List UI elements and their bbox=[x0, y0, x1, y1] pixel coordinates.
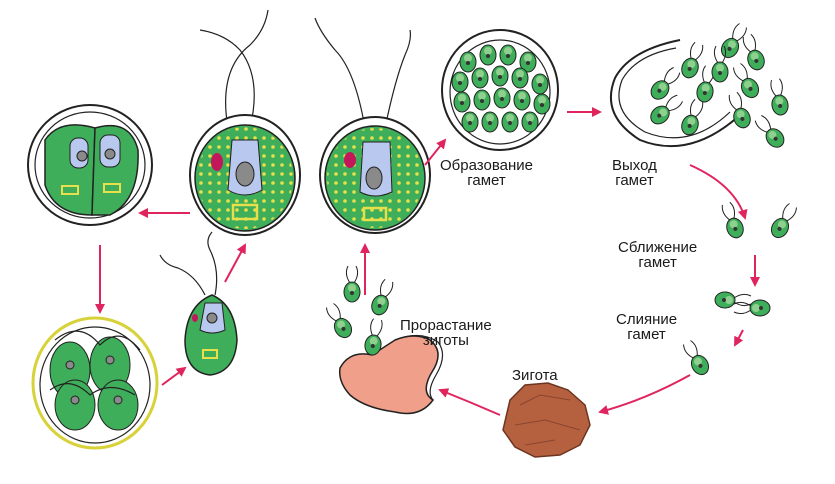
gamete bbox=[501, 111, 519, 133]
gamete bbox=[521, 111, 539, 133]
label-gamete-fusion-line1: Слияние bbox=[616, 311, 678, 328]
young-cell bbox=[159, 231, 238, 376]
label-zygote: Зигота bbox=[512, 368, 558, 383]
daughter-cells-in-shell bbox=[31, 316, 159, 450]
label-gamete-approach-line2: гамет bbox=[638, 254, 677, 271]
dividing-cell-in-shell bbox=[27, 104, 153, 226]
gamete bbox=[451, 71, 469, 93]
released-gamete bbox=[681, 41, 704, 79]
fused-gamete bbox=[683, 340, 710, 376]
fusing-gamete bbox=[714, 291, 752, 309]
released-gametes bbox=[650, 23, 789, 148]
approaching-gamete bbox=[721, 201, 744, 239]
gamete bbox=[511, 67, 529, 89]
label-gamete-fusion: Слияние гамет bbox=[616, 312, 677, 342]
released-gamete bbox=[720, 23, 747, 59]
gamete bbox=[481, 111, 499, 133]
fusing-gametes bbox=[714, 291, 771, 317]
label-gamete-formation-line1: Образование bbox=[440, 157, 533, 174]
released-gamete bbox=[733, 63, 760, 99]
zoospore bbox=[326, 303, 353, 339]
label-gamete-approach-line1: Сближение bbox=[618, 239, 698, 256]
gamete bbox=[531, 73, 549, 95]
fused-gamete-cell bbox=[683, 340, 710, 376]
label-zygote-germination-line1: Прорастание bbox=[400, 317, 492, 334]
approaching-gametes bbox=[721, 201, 797, 239]
gamete bbox=[493, 87, 511, 109]
gamete bbox=[473, 89, 491, 111]
gamete bbox=[499, 44, 517, 66]
fusing-gamete bbox=[733, 299, 771, 317]
released-gamete bbox=[711, 45, 729, 83]
cycle-arrows bbox=[95, 107, 760, 416]
vegetative-cell-2 bbox=[314, 17, 431, 234]
zygote bbox=[502, 382, 591, 458]
gamete bbox=[519, 51, 537, 73]
label-gamete-formation-line2: гамет bbox=[467, 172, 506, 189]
gamete bbox=[471, 67, 489, 89]
gamete-cluster bbox=[451, 44, 551, 133]
gamete bbox=[479, 44, 497, 66]
released-gamete bbox=[650, 67, 681, 100]
gamete bbox=[453, 91, 471, 113]
approaching-gamete bbox=[770, 203, 797, 239]
released-gamete bbox=[728, 91, 751, 129]
label-gamete-release-line1: Выход bbox=[612, 157, 657, 174]
gamete bbox=[533, 93, 551, 115]
zoospore bbox=[364, 318, 383, 356]
label-gamete-approach: Сближение гамет bbox=[618, 240, 697, 270]
label-gamete-release: Выход гамет bbox=[612, 158, 657, 188]
released-gamete bbox=[681, 98, 704, 136]
gamete-release-shell bbox=[610, 39, 741, 148]
vegetative-cell-1 bbox=[189, 9, 301, 236]
zoospores bbox=[326, 265, 394, 356]
released-gamete bbox=[650, 94, 683, 125]
label-zygote-germination-line2: зиготы bbox=[422, 332, 469, 349]
label-zygote-germination: Прорастание зиготы bbox=[400, 318, 492, 348]
gamete bbox=[459, 51, 477, 73]
label-gamete-formation: Образование гамет bbox=[440, 158, 533, 188]
label-zygote-text: Зигота bbox=[512, 367, 558, 384]
label-gamete-fusion-line2: гамет bbox=[627, 326, 666, 343]
zoospore bbox=[371, 278, 394, 316]
released-gamete bbox=[770, 78, 789, 116]
zoospore bbox=[343, 265, 361, 303]
label-gamete-release-line2: гамет bbox=[615, 172, 654, 189]
gamete bbox=[513, 89, 531, 111]
released-gamete bbox=[754, 115, 785, 148]
released-gamete bbox=[742, 33, 765, 71]
germinating-zygote bbox=[338, 334, 444, 415]
gamete bbox=[461, 111, 479, 133]
gamete bbox=[491, 65, 509, 87]
